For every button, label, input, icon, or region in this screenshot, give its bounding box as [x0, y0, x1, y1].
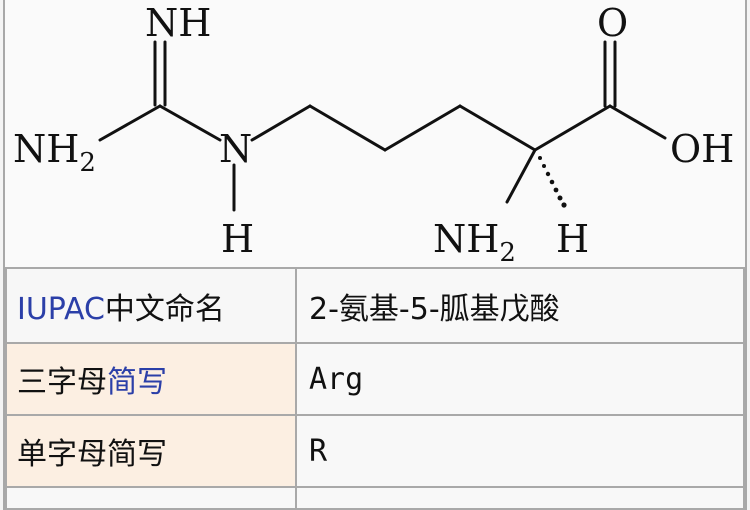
label-text: 中文命名: [104, 291, 225, 327]
infobox-frame: NH NH2 N H O OH NH2 H IUPAC中文命名 2-氨基-5-胍…: [3, 0, 747, 510]
iupac-link[interactable]: IUPAC: [17, 291, 105, 327]
table-row-partial: [5, 486, 745, 510]
alpha-nh2-label: NH2: [433, 217, 516, 268]
arginine-skeletal-formula: NH NH2 N H O OH NH2 H: [13, 1, 734, 268]
alpha-h-label: H: [556, 217, 589, 261]
structure-diagram: NH NH2 N H O OH NH2 H: [5, 0, 745, 268]
label-text: 三字母: [17, 365, 107, 400]
row-label-three-letter: 三字母简写: [5, 342, 297, 416]
amine-nh2-label: NH2: [13, 127, 96, 178]
row-value-one-letter: R: [295, 414, 745, 488]
row-label-partial: [5, 486, 297, 510]
properties-table: IUPAC中文命名 2-氨基-5-胍基戊酸 三字母简写 Arg 单字母简写 R: [5, 267, 745, 510]
row-label-one-letter: 单字母简写: [5, 414, 297, 488]
table-row: 三字母简写 Arg: [5, 342, 745, 416]
row-value-three-letter: Arg: [295, 342, 745, 416]
row-value-iupac-name: 2-氨基-5-胍基戊酸: [295, 267, 745, 344]
row-value-partial: [295, 486, 745, 510]
imine-nh-label: NH: [145, 1, 211, 45]
table-row: 单字母简写 R: [5, 414, 745, 488]
abbreviation-link[interactable]: 简写: [107, 365, 167, 400]
table-row: IUPAC中文命名 2-氨基-5-胍基戊酸: [5, 267, 745, 344]
row-label-iupac-name: IUPAC中文命名: [5, 267, 297, 344]
carbonyl-o-label: O: [597, 1, 628, 45]
bridge-n-label: N: [219, 127, 252, 171]
bridge-h-label: H: [221, 217, 254, 261]
hydroxyl-oh-label: OH: [670, 127, 734, 171]
